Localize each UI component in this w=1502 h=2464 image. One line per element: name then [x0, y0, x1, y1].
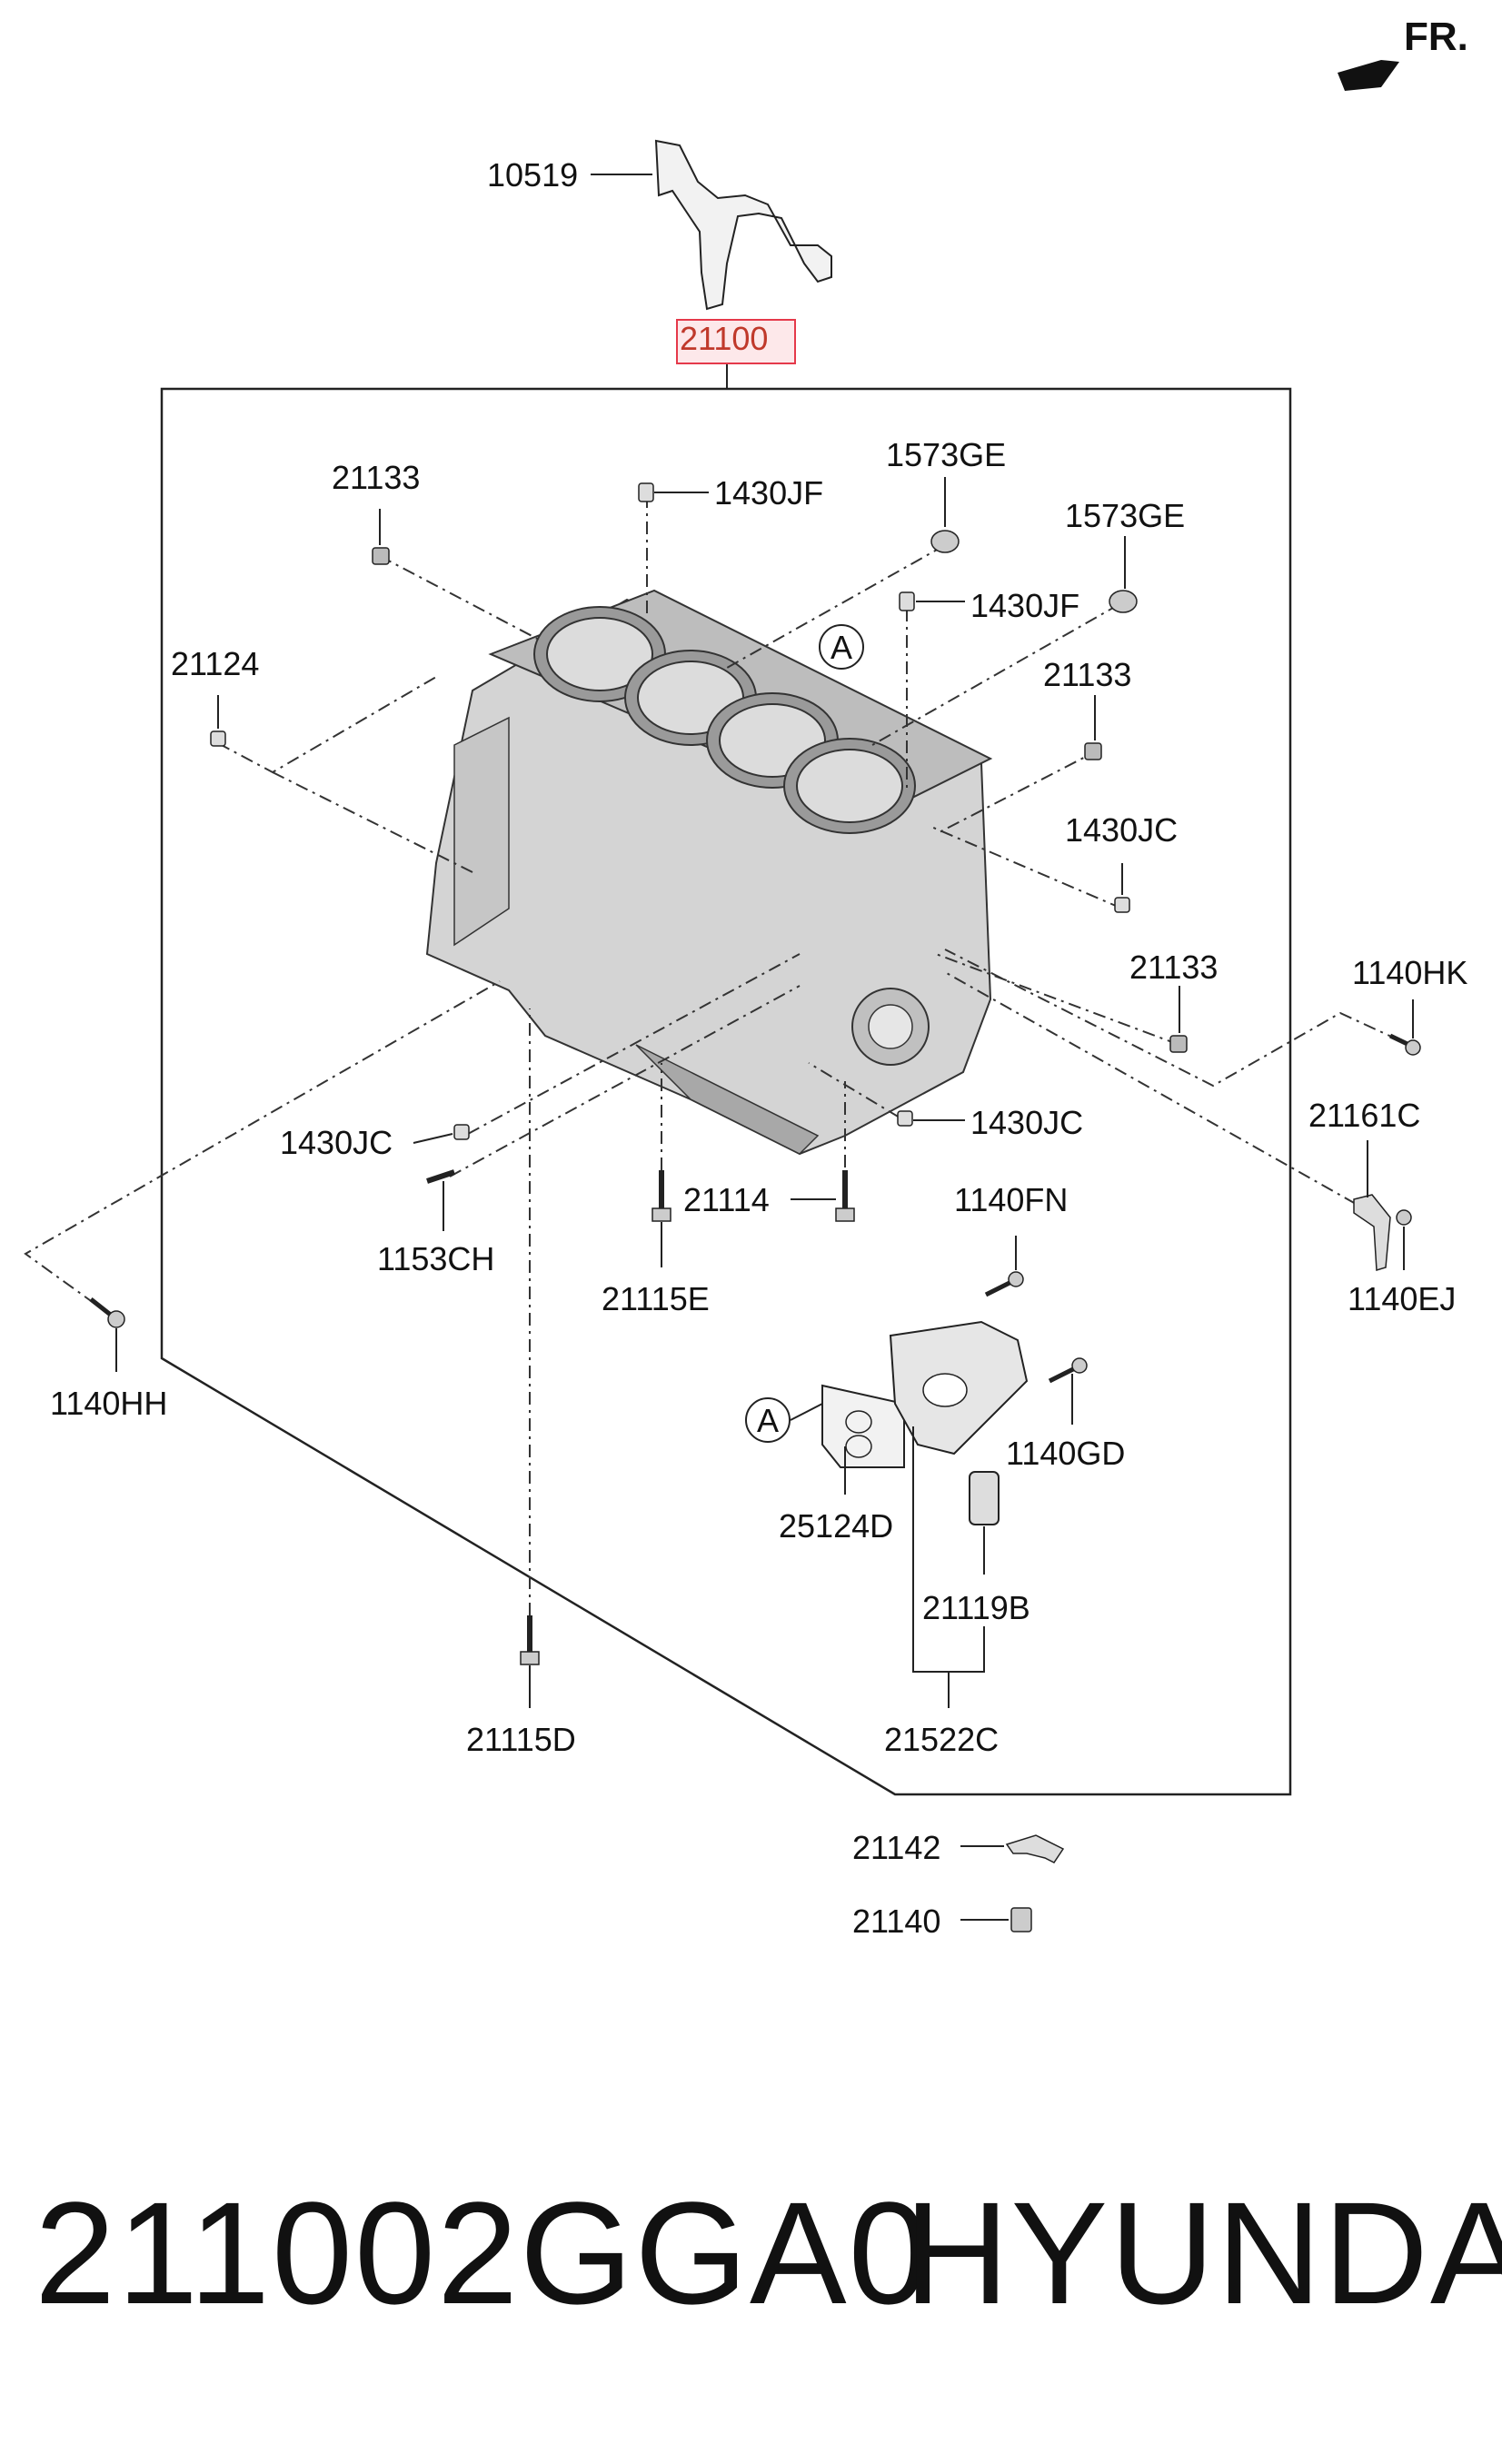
front-arrow-icon: [1338, 60, 1399, 91]
small-parts: [89, 482, 1421, 1932]
bolt-21114: [835, 1170, 855, 1222]
callout-1140HK: 1140HK: [1352, 954, 1467, 991]
bracket-21142: [1005, 1834, 1065, 1863]
callout-1153CH: 1153CH: [377, 1240, 494, 1277]
assembly-frame: [160, 387, 1292, 1796]
ref-A-1: A: [819, 624, 864, 670]
dowel-1430JC-a: [1114, 897, 1130, 913]
callout-21161C: 21161C: [1308, 1097, 1420, 1134]
dowel-1430JC-b: [453, 1124, 470, 1140]
bolt-1140FN: [984, 1271, 1024, 1297]
callout-1430JF-a: 1430JF: [714, 474, 823, 512]
callout-1430JC-a: 1430JC: [1065, 811, 1178, 849]
callout-25124D: 25124D: [779, 1507, 893, 1545]
gasket-10519-shape: [654, 139, 832, 311]
bolt-1140GD: [1048, 1357, 1088, 1384]
dowel-1430JC-c: [897, 1110, 913, 1127]
callout-labels: 10519 21100 21133 1430JF 1573GE 1573GE 1…: [50, 156, 1467, 1940]
callout-21124: 21124: [171, 645, 259, 682]
bracket-21161C: [1353, 1194, 1412, 1271]
callout-21133-c: 21133: [1129, 949, 1218, 986]
bolt-1140HH: [89, 1297, 125, 1328]
callout-1140GD: 1140GD: [1006, 1435, 1125, 1472]
callout-1140HH: 1140HH: [50, 1385, 167, 1422]
plug-21133-b: [1084, 742, 1102, 760]
brand-name: HYUNDAI: [904, 2171, 1502, 2334]
callout-21115E: 21115E: [602, 1280, 710, 1317]
bolt-21115E: [652, 1170, 671, 1222]
callout-1430JF-b: 1430JF: [970, 587, 1079, 624]
parts-diagram: FR.: [24, 15, 1468, 1940]
bolt-21115D: [520, 1615, 540, 1665]
callout-21140: 21140: [852, 1903, 940, 1940]
plug-21140: [1010, 1907, 1032, 1932]
callout-21133-a: 21133: [332, 459, 420, 496]
part-number: 211002GGA0: [35, 2171, 931, 2334]
bolt-1140HK: [1388, 1033, 1421, 1056]
callout-21522C: 21522C: [884, 1721, 999, 1758]
plug-21133-a: [372, 547, 390, 565]
callout-1430JC-b: 1430JC: [970, 1104, 1083, 1141]
dowel-1430JF-a: [638, 482, 654, 502]
callout-21142: 21142: [852, 1829, 940, 1866]
callout-21114: 21114: [683, 1181, 770, 1218]
highlight-21100: [676, 319, 796, 364]
callout-21133-b: 21133: [1043, 656, 1131, 693]
valve-21119B: [969, 1471, 1000, 1525]
callout-1140FN: 1140FN: [954, 1181, 1068, 1218]
front-indicator: FR.: [1338, 15, 1468, 91]
callout-1430JC-c: 1430JC: [280, 1124, 393, 1161]
gasket-25124D: [821, 1384, 905, 1468]
ref-A-2-label: A: [757, 1402, 779, 1439]
callout-1573GE-a: 1573GE: [886, 436, 1006, 473]
callout-21119B: 21119B: [922, 1589, 1030, 1626]
front-label: FR.: [1404, 15, 1468, 59]
plug-1573GE-a: [930, 530, 960, 553]
cylinder-block: [425, 589, 993, 1156]
ref-A-1-label: A: [831, 629, 852, 666]
footer: 211002GGA0 HYUNDAI: [0, 2162, 1502, 2344]
callout-1573GE-b: 1573GE: [1065, 497, 1185, 534]
filter-bracket: [889, 1320, 1029, 1456]
dowel-21124: [210, 730, 226, 747]
dashed-leaders: [24, 495, 1400, 1615]
callout-10519: 10519: [487, 156, 578, 194]
solid-leaders: [115, 477, 1414, 1921]
callout-21115D: 21115D: [466, 1721, 576, 1758]
callout-21100: 21100: [680, 320, 768, 357]
dowel-1430JF-b: [899, 591, 915, 611]
stud-1153CH: [426, 1169, 455, 1184]
plug-1573GE-b: [1109, 590, 1138, 613]
callout-1140EJ: 1140EJ: [1348, 1280, 1456, 1317]
ref-A-2: A: [745, 1397, 823, 1443]
plug-21133-c: [1169, 1035, 1188, 1053]
